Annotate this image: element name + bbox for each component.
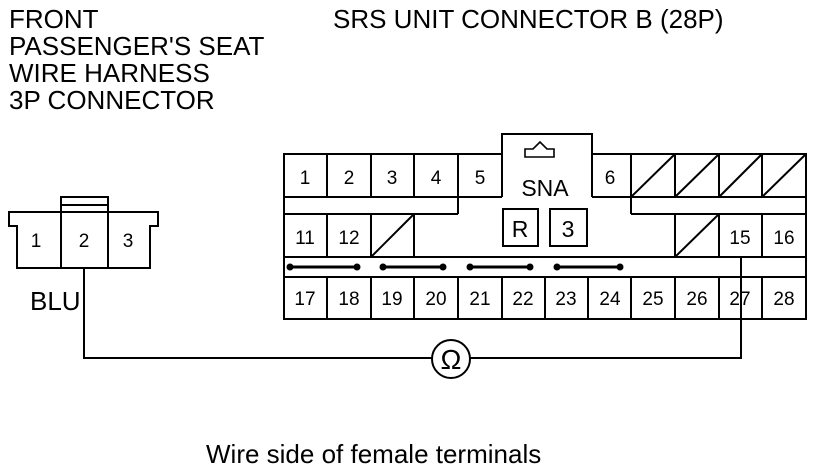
pin-label: 2 (344, 168, 355, 189)
harness-connector-title: FRONT PASSENGER'S SEAT WIRE HARNESS 3P C… (9, 6, 264, 114)
pin-label: 3 (123, 231, 134, 252)
pin-label: 27 (729, 289, 750, 310)
harness-3p-connector (8, 196, 159, 269)
diagram-caption: Wire side of female terminals (206, 439, 542, 469)
pin-label: 21 (469, 289, 490, 310)
sna-label: SNA (521, 175, 569, 201)
pin-label: 22 (512, 289, 533, 310)
pin-label: 17 (294, 289, 315, 310)
pin-label: 1 (31, 231, 42, 252)
pin-label: 15 (729, 228, 750, 249)
shorting-bar-dots (286, 263, 624, 271)
ohmmeter-icon: Ω (441, 344, 462, 375)
pin-label: 23 (555, 289, 576, 310)
test-leads (83, 257, 742, 379)
pin-label: 12 (338, 228, 359, 249)
pin-label: 25 (642, 289, 663, 310)
pin-label: 6 (605, 168, 616, 189)
pin-label: 5 (475, 168, 486, 189)
pin-label: 2 (79, 231, 90, 252)
title-line-1: FRONT (9, 4, 99, 34)
pin-label: 20 (425, 289, 446, 310)
pin-label: 3 (387, 168, 398, 189)
srs-connector-title: SRS UNIT CONNECTOR B (28P) (333, 4, 724, 34)
title-line-3: WIRE HARNESS (9, 58, 210, 88)
pin-label: 1 (300, 168, 311, 189)
srs-28p-connector-body (283, 133, 807, 320)
pin-label: 28 (773, 289, 794, 310)
three-mark: 3 (562, 216, 575, 242)
pin-label: 16 (773, 228, 794, 249)
title-line-4: 3P CONNECTOR (9, 85, 215, 115)
pin-label: 11 (295, 228, 315, 249)
pin-label: 24 (599, 289, 621, 310)
wire-color-label: BLU (30, 286, 81, 316)
pin-label: 26 (686, 289, 707, 310)
pin-label: 19 (381, 289, 402, 310)
pin-label: 4 (431, 168, 442, 189)
title-line-2: PASSENGER'S SEAT (9, 31, 265, 61)
pin-label: 18 (338, 289, 359, 310)
r-mark: R (512, 216, 529, 242)
